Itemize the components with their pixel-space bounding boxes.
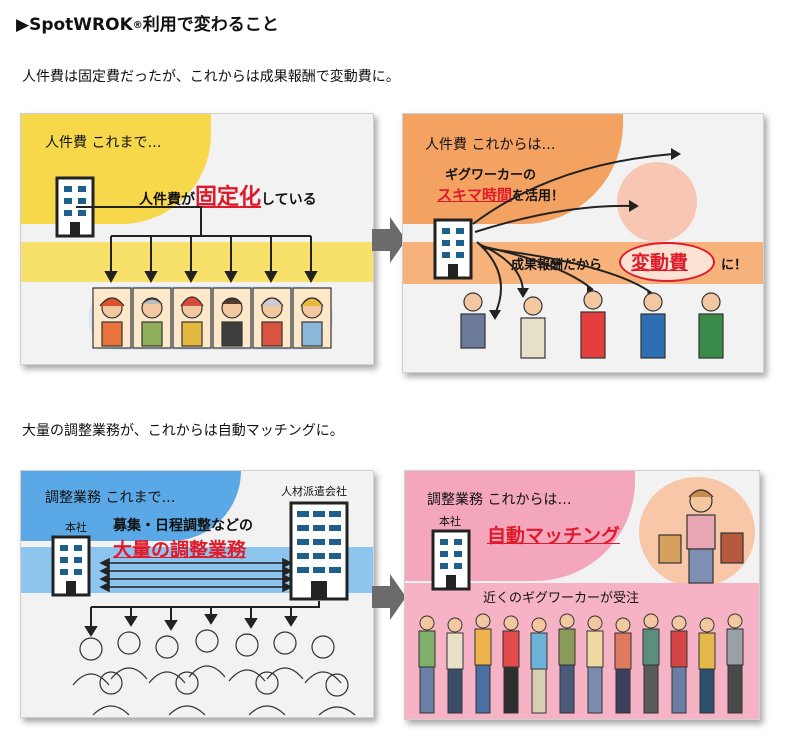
cost-before-card: 人件費 これまで… 人件費が固定化している [20,113,374,365]
gig-crowd-group [418,613,744,714]
blue-blob [21,471,241,541]
coordination-line1: 募集・日程調整などの [113,518,253,534]
result-prefix: 成果報酬だから [511,258,603,273]
office-building-icon-2 [433,218,473,280]
gig-worker-line1: ギグワーカーの [445,168,537,183]
heading-brand: SpotWROK [29,15,133,35]
coordination-after-title: 調整業務 これからは… [427,492,572,508]
coordination-arrows [84,557,320,637]
headquarters-building-icon-2 [431,529,471,591]
cost-before-message: 人件費が固定化している [139,179,317,211]
section2-intro: 大量の調整業務が、これからは自動マッチングに。 [22,423,344,439]
page-heading: ▶SpotWROK®利用で変わること [16,10,279,35]
distribution-arrows [76,206,318,284]
cost-before-title: 人件費 これまで… [45,135,162,151]
auto-matching-highlight: 自動マッチング [487,525,621,547]
heading-registered-mark: ® [132,20,143,31]
headquarters-building-icon [51,535,91,597]
agency-label: 人材派遣会社 [281,485,347,498]
cost-after-card: 人件費 これからは… ギグワーカーの スキマ時間を活用！ 成果報酬だから 変動費… [402,113,764,373]
coordination-after-card: 調整業務 これからは… 本社 自動マッチング 近くのギグワーカーが受注 [404,470,760,720]
agency-building-icon [289,501,349,601]
section1-intro: 人件費は固定費だったが、これからは成果報酬で変動費に。 [22,69,400,85]
heading-text: 利用で変わること [142,15,279,35]
shopper-illustration [658,489,744,584]
headquarters-label: 本社 [65,521,87,534]
cost-before-highlight: 固定化 [195,185,262,210]
crowd-sketch [72,629,356,716]
workers-group [92,287,332,349]
right-arrow-icon [372,217,406,263]
coordination-before-title: 調整業務 これまで… [45,490,176,506]
right-arrow-icon-2 [372,574,406,620]
cost-after-title: 人件費 これからは… [425,137,556,153]
cost-before-suffix: している [261,192,317,208]
nearby-workers-caption: 近くのギグワーカーが受注 [483,591,640,606]
headquarters-label-2: 本社 [439,515,461,528]
coordination-highlight: 大量の調整業務 [113,539,247,561]
variable-cost-highlight: 変動費 [631,252,689,274]
coordination-before-card: 調整業務 これまで… 人材派遣会社 本社 募集・日程調整などの 大量の調整業務 [20,470,374,718]
cost-before-prefix: 人件費が [139,192,195,208]
spare-time-highlight: スキマ時間 [437,186,513,204]
variable-cost-ellipse [619,242,715,282]
gig-workers-group [460,290,724,359]
result-suffix: に！ [721,258,748,273]
heading-marker: ▶ [16,15,30,35]
